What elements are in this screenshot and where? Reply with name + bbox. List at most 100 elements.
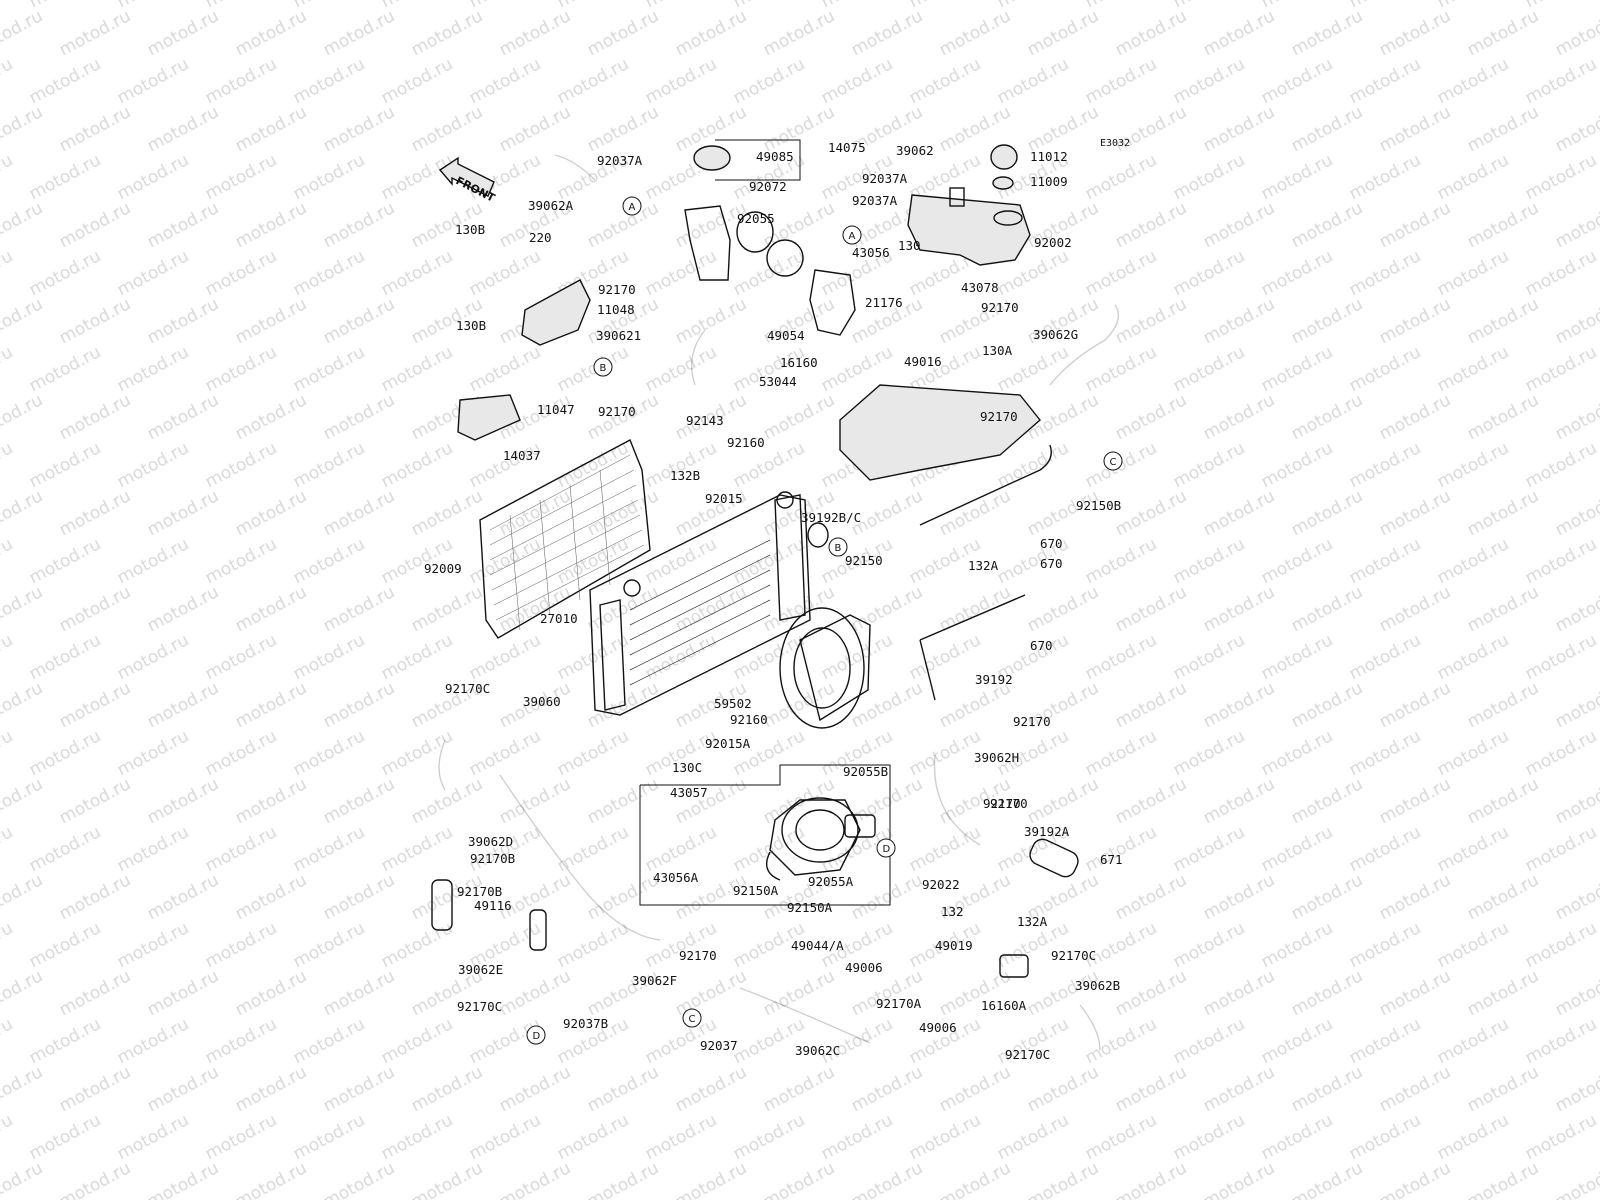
part-label: 39192: [975, 672, 1013, 687]
hose-39062c: [739, 987, 871, 1044]
part-label: 132A: [968, 558, 999, 573]
part-label: 11009: [1030, 174, 1068, 189]
part-label: 43056: [852, 245, 890, 260]
part-label: 49054: [767, 328, 805, 343]
hose-39062f: [499, 774, 661, 941]
callout-b: B: [593, 357, 613, 377]
part-label: 27010: [540, 611, 578, 626]
callout-letter: C: [1110, 457, 1117, 468]
part-label: 130B: [456, 318, 486, 333]
part-label: 14075: [828, 140, 866, 155]
part-label: 92170B: [457, 884, 502, 899]
part-label: 16160A: [981, 998, 1027, 1013]
part-label: 92170C: [1051, 948, 1096, 963]
part-label: 11048: [597, 302, 635, 317]
callout-letter: A: [849, 231, 856, 242]
bracket-upper: [521, 279, 591, 346]
water-pump-group-box: [639, 764, 891, 906]
hose-39062h: [933, 754, 981, 846]
callout-a: A: [622, 196, 642, 216]
part-label: 92150: [845, 553, 883, 568]
part-label: 43056A: [653, 870, 699, 885]
water-pipe-lower: [919, 594, 1026, 701]
part-label: 92160: [730, 712, 768, 727]
part-label: 53044: [759, 374, 797, 389]
hose-39062a: [554, 154, 596, 181]
part-label: 220: [529, 230, 552, 245]
part-label: 92170: [980, 409, 1018, 424]
part-label: 92022: [922, 877, 960, 892]
part-label: 671: [1100, 852, 1123, 867]
part-label: 92150A: [787, 900, 833, 915]
part-label: 132B: [670, 468, 700, 483]
part-label: 11012: [1030, 149, 1068, 164]
callout-letter: B: [835, 543, 842, 554]
cap-group-box: [715, 139, 801, 181]
part-label: 39062E: [458, 962, 503, 977]
pipe-39192a: [1029, 838, 1079, 878]
part-label: 49044/A: [791, 938, 844, 953]
part-label: 39062: [896, 143, 934, 158]
radiator-cap: [693, 145, 731, 171]
reservoir-cap: [990, 144, 1018, 170]
bracket-lower: [457, 394, 521, 441]
part-label: 11047: [537, 402, 575, 417]
valve-49116: [431, 879, 453, 931]
part-label: 49016: [904, 354, 942, 369]
part-label: 92170: [598, 282, 636, 297]
callout-a: A: [842, 225, 862, 245]
part-label: 92055B: [843, 764, 888, 779]
callout-b: B: [828, 537, 848, 557]
part-label: 92002: [1034, 235, 1072, 250]
callout-d: D: [526, 1025, 546, 1045]
part-label: 39192B/C: [801, 510, 861, 525]
part-label: 39062A: [528, 198, 574, 213]
thermostat-housing: [736, 211, 856, 336]
front-arrow: FRONT: [438, 156, 497, 205]
part-label: 16160: [780, 355, 818, 370]
part-label: 92037: [700, 1038, 738, 1053]
water-pipe-upper: [919, 444, 1052, 526]
part-label: 59502: [714, 696, 752, 711]
part-label: 39062F: [632, 973, 677, 988]
air-duct: [839, 384, 1041, 481]
part-label: 92170C: [457, 999, 502, 1014]
reservoir-plug: [992, 176, 1014, 190]
part-label: 132A: [1017, 914, 1048, 929]
part-label: 92170C: [1005, 1047, 1050, 1062]
part-label: 92170: [983, 796, 1021, 811]
hose-39062d: [438, 739, 446, 791]
part-label: 92055: [737, 211, 775, 226]
part-label: 92009: [424, 561, 462, 576]
part-label: 670: [1040, 556, 1063, 571]
callout-letter: D: [533, 1031, 541, 1042]
part-label: 670: [1030, 638, 1053, 653]
part-label: 92143: [686, 413, 724, 428]
callout-letter: A: [629, 202, 636, 213]
part-label: 130A: [982, 343, 1013, 358]
part-label: 39062B: [1075, 978, 1120, 993]
callout-d: D: [876, 838, 896, 858]
fitting-16160a: [999, 954, 1029, 978]
part-label: 130B: [455, 222, 485, 237]
hose-39062e: [529, 909, 547, 951]
radiator-screen: [479, 439, 651, 639]
part-label: 92170: [679, 948, 717, 963]
part-label: 92170C: [445, 681, 490, 696]
callout-c: C: [1103, 451, 1123, 471]
part-label: 21176: [865, 295, 903, 310]
part-label: 39062C: [795, 1043, 840, 1058]
part-label: 92170A: [876, 996, 922, 1011]
filler-neck: [684, 205, 731, 281]
part-label: 92170B: [470, 851, 515, 866]
part-label: 92150A: [733, 883, 779, 898]
part-label: 92055A: [808, 874, 854, 889]
part-label: 43057: [670, 785, 708, 800]
part-label: 14037: [503, 448, 541, 463]
part-label: 43078: [961, 280, 999, 295]
part-label: 49019: [935, 938, 973, 953]
part-label: 49006: [845, 960, 883, 975]
part-label: 49085: [756, 149, 794, 164]
